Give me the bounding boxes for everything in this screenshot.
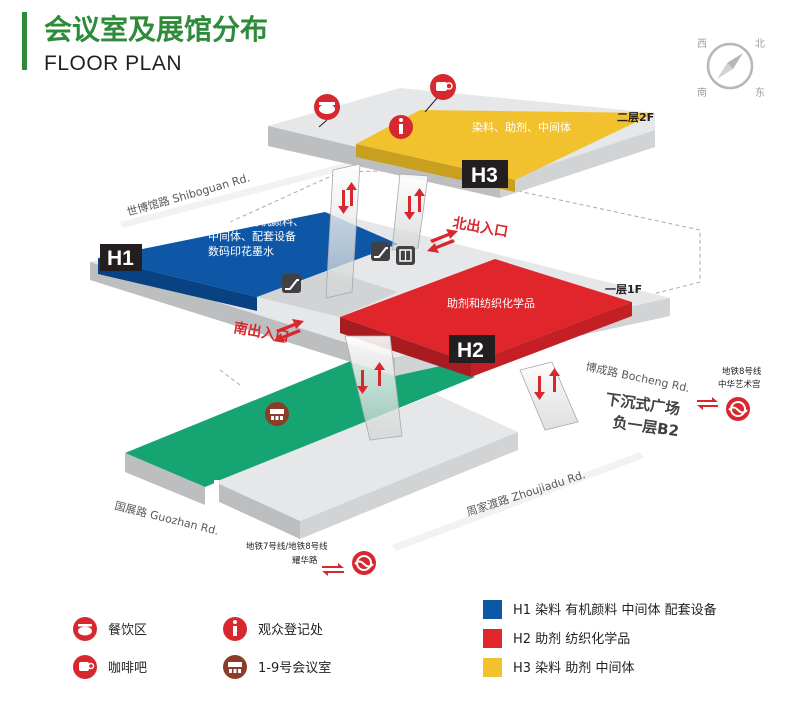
legend-label-cafe: 咖啡吧	[108, 661, 147, 676]
arrow-up-icon	[346, 182, 357, 206]
page-subtitle: FLOOR PLAN	[44, 52, 182, 75]
map-meeting-room-icon[interactable]	[265, 402, 289, 426]
legend-item-cafe: 咖啡吧	[73, 655, 147, 679]
b2-plaza-block	[125, 343, 518, 539]
header-accent-bar	[22, 12, 27, 70]
hall-h3[interactable]: H3 染料、助剂、中间体	[462, 120, 571, 188]
metro-east-line1: 地铁8号线	[722, 366, 762, 377]
legend-item-h1: H1 染料 有机颜料 中间体 配套设备	[483, 600, 717, 619]
map-coffee-icon[interactable]	[424, 74, 456, 113]
legend-item-meeting: 1-9号会议室	[223, 655, 331, 679]
hall-h1-name: H1	[107, 247, 134, 270]
legend-label-h2: H2 助剂 纺织化学品	[513, 631, 630, 647]
arrow-up-icon	[374, 362, 385, 386]
escalator-1f-b2-b	[519, 361, 579, 431]
compass-west: 西	[697, 39, 707, 50]
road-zhoujiadu	[392, 452, 644, 551]
legend-label-dining: 餐饮区	[108, 622, 147, 638]
map-dining-icon[interactable]	[314, 94, 340, 128]
legend-item-info: 观众登记处	[223, 617, 323, 641]
transfer-arrow-icon	[322, 563, 344, 568]
floor-label-2f: 二层2F	[617, 111, 654, 124]
legend-label-info: 观众登记处	[258, 623, 323, 638]
site-outline	[229, 169, 701, 301]
transfer-arrow-icon	[697, 397, 718, 402]
hall-h2-line-1: 助剂和纺织化学品	[447, 296, 535, 310]
north-entrance-label: 北出入口	[451, 214, 509, 240]
hall-h1[interactable]: H1 染料、有机颜料、 中间体、配套设备 数码印花墨水	[100, 214, 304, 271]
compass-rose: 西 北 南 东	[697, 38, 765, 99]
arrow-up-icon	[549, 368, 560, 392]
compass-north: 北	[755, 38, 765, 50]
hall-h2-badge	[449, 335, 495, 363]
hall-h3-floor	[356, 110, 655, 180]
hall-h1-badge	[100, 244, 142, 271]
road-label-guozhan: 国展路 Guozhan Rd.	[113, 499, 220, 537]
arrow-down-icon	[338, 190, 349, 214]
legend: 餐饮区 咖啡吧 观众登记处 1-9号会议室 H1 染料 有机颜料 中间体 配套设…	[73, 600, 717, 679]
metro-south-line2: 耀华路	[292, 555, 318, 566]
escalator-arrows	[338, 182, 560, 400]
arrow-down-icon	[404, 196, 415, 220]
hall-h2-floor	[340, 259, 632, 363]
legend-item-h3: H3 染料 助剂 中间体	[483, 658, 634, 677]
entrance-arrow-icon	[276, 319, 304, 333]
entrance-arrow-icon	[430, 229, 458, 243]
hall-h1-line-1: 染料、有机颜料、	[216, 214, 304, 228]
legend-swatch-h2	[483, 629, 502, 648]
metro-station-south[interactable]: 地铁7号线/地铁8号线 耀华路	[246, 541, 376, 576]
hall-h3-name: H3	[471, 164, 498, 187]
metro-east-line2: 中华艺术宫	[718, 379, 761, 390]
compass-ring	[706, 42, 754, 90]
hall-h3-line-1: 染料、助剂、中间体	[472, 120, 571, 134]
arrow-up-icon	[414, 188, 425, 212]
level-1f	[90, 212, 670, 377]
metro-station-east[interactable]: 地铁8号线 中华艺术宫	[697, 366, 762, 421]
floor-label-b2-line2: 负一层B2	[611, 413, 680, 440]
metro-south-line1: 地铁7号线/地铁8号线	[246, 541, 328, 552]
page-title: 会议室及展馆分布	[44, 13, 268, 46]
legend-swatch-h1	[483, 600, 502, 619]
hall-h1-floor	[98, 212, 398, 297]
legend-label-h1: H1 染料 有机颜料 中间体 配套设备	[513, 602, 717, 618]
map-info-icon[interactable]	[389, 115, 413, 139]
compass-east: 东	[755, 86, 765, 99]
legend-item-dining: 餐饮区	[73, 617, 147, 641]
road-label-bocheng: 博成路 Bocheng Rd.	[584, 360, 691, 395]
road-shiboguan	[120, 150, 398, 228]
map-escalator-icon[interactable]	[371, 242, 390, 261]
road-label-zhoujiadu: 周家渡路 Zhoujiadu Rd.	[465, 467, 587, 519]
b2-grey-block	[215, 394, 518, 521]
compass-south: 南	[697, 86, 707, 99]
map-elevator-icon[interactable]	[396, 246, 415, 265]
escalator-1f-b2-a	[344, 335, 403, 441]
arrow-down-icon	[357, 370, 368, 394]
legend-label-h3: H3 染料 助剂 中间体	[513, 661, 634, 676]
hall-h1-line-2: 中间体、配套设备	[208, 229, 296, 243]
legend-item-h2: H2 助剂 纺织化学品	[483, 629, 630, 648]
hall-h1-line-3: 数码印花墨水	[208, 245, 274, 258]
hall-h2[interactable]: H2 助剂和纺织化学品	[447, 296, 535, 363]
legend-label-meeting: 1-9号会议室	[258, 660, 331, 676]
floor-label-1f: 一层1F	[605, 283, 642, 296]
legend-swatch-h3	[483, 658, 502, 677]
hall-h3-badge	[462, 160, 508, 188]
compass-needle-icon	[727, 53, 743, 69]
arrow-down-icon	[534, 376, 545, 400]
hall-h2-name: H2	[457, 339, 484, 362]
map-escalator-icon[interactable]	[282, 274, 301, 293]
